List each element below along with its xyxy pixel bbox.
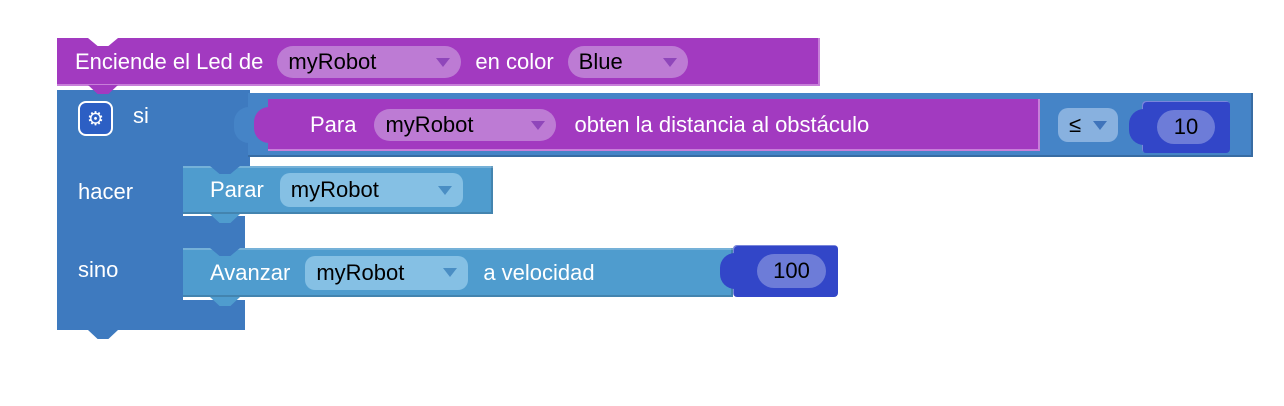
distance-robot-dropdown-value: myRobot	[385, 112, 474, 137]
threshold-number-field[interactable]: 10	[1157, 110, 1215, 144]
dropdown-arrow-icon	[1093, 120, 1107, 130]
dropdown-arrow-icon	[436, 57, 451, 67]
stop-block-previous-notch	[210, 166, 240, 174]
speed-number-field[interactable]: 100	[757, 254, 826, 288]
speed-block[interactable]: 100	[720, 245, 838, 297]
dropdown-arrow-icon	[662, 57, 677, 67]
led-text-before: Enciende el Led de	[75, 49, 264, 74]
compare-block[interactable]: Para myRobot obten la distancia al obstá…	[234, 93, 1253, 157]
led-block-previous-notch	[88, 38, 118, 46]
dropdown-arrow-icon	[443, 268, 458, 277]
compare-block-output-tab	[234, 107, 249, 143]
led-color-dropdown-value: Blue	[578, 49, 623, 74]
if-block-else-spine[interactable]	[57, 248, 183, 300]
if-block-bottom-bar[interactable]	[57, 300, 245, 339]
dropdown-arrow-icon	[437, 185, 452, 195]
advance-robot-dropdown[interactable]: myRobot	[305, 255, 469, 290]
led-block-next-connector	[88, 85, 118, 94]
advance-text-after: a velocidad	[483, 259, 595, 285]
stop-robot-dropdown-value: myRobot	[290, 177, 379, 202]
speed-block-output-tab	[720, 253, 735, 289]
advance-text-before: Avanzar	[210, 259, 291, 285]
advance-robot-dropdown-value: myRobot	[316, 259, 405, 285]
led-robot-dropdown-value: myRobot	[288, 49, 377, 74]
do-label: hacer	[78, 179, 134, 204]
stop-robot-dropdown[interactable]: myRobot	[279, 173, 463, 207]
distance-text-before: Para	[310, 112, 357, 137]
mutator-gear-icon[interactable]: ⚙	[78, 101, 113, 136]
led-text-middle: en color	[475, 49, 554, 74]
advance-block[interactable]: Avanzar myRobot a velocidad	[183, 248, 733, 306]
stop-text: Parar	[210, 177, 264, 202]
advance-block-previous-notch	[210, 248, 240, 256]
led-color-dropdown[interactable]: Blue	[567, 46, 688, 78]
distance-block[interactable]: Para myRobot obten la distancia al obstá…	[254, 99, 1040, 151]
stop-block[interactable]: Parar myRobot	[183, 166, 493, 223]
if-block-do-spine[interactable]	[57, 166, 183, 216]
stop-block-next-connector	[210, 214, 240, 223]
if-label: si	[133, 103, 149, 128]
else-label: sino	[78, 257, 119, 282]
led-block[interactable]: Enciende el Led de myRobot en color Blue	[57, 38, 820, 94]
distance-text-after: obten la distancia al obstáculo	[574, 112, 870, 137]
distance-robot-dropdown[interactable]: myRobot	[374, 109, 557, 141]
distance-block-output-tab	[254, 107, 269, 143]
threshold-block[interactable]: 10	[1129, 101, 1230, 153]
if-block-next-connector	[88, 330, 118, 339]
compare-operator-value: ≤	[1069, 112, 1082, 137]
threshold-block-output-tab	[1129, 109, 1144, 145]
dropdown-arrow-icon	[531, 120, 546, 130]
led-robot-dropdown[interactable]: myRobot	[277, 46, 462, 78]
advance-block-next-connector	[210, 297, 240, 306]
if-block-middle-bar[interactable]	[57, 216, 245, 248]
compare-operator-dropdown[interactable]: ≤	[1058, 108, 1118, 142]
